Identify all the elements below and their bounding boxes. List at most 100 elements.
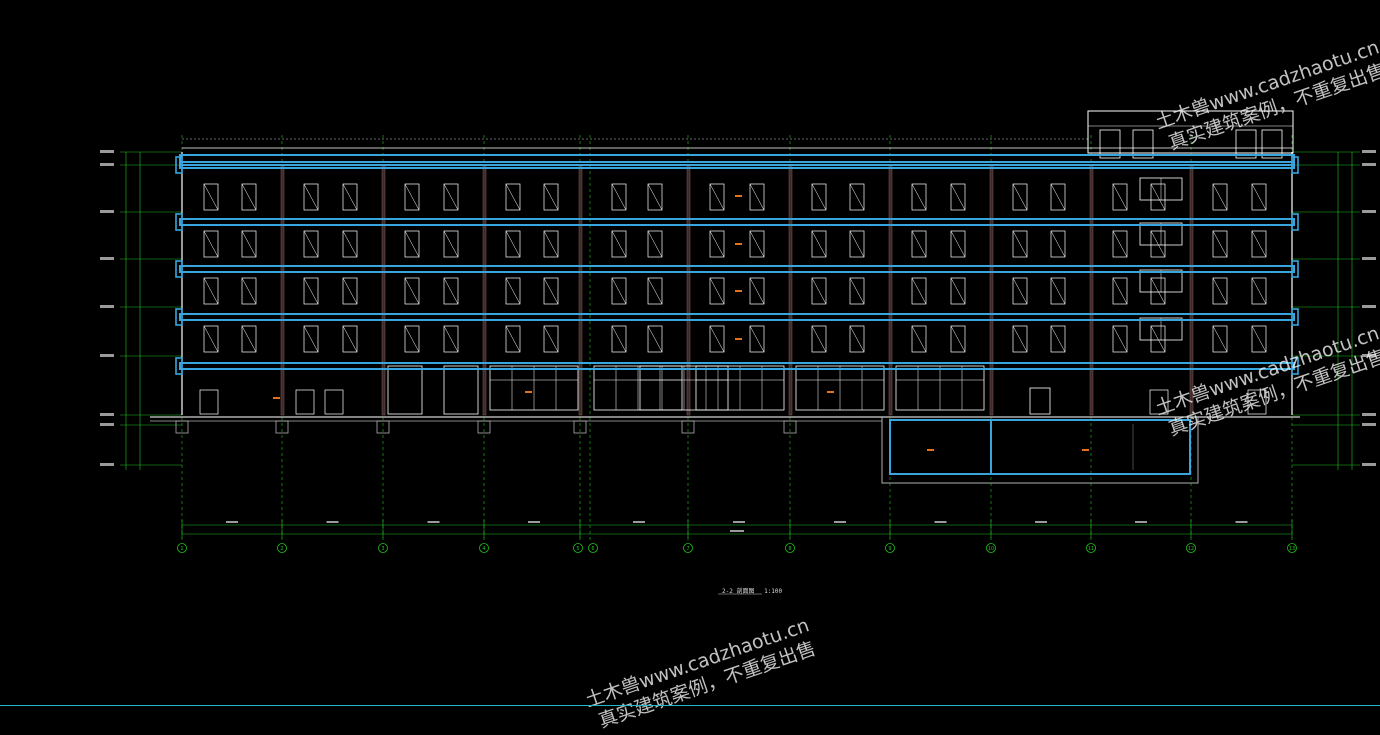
window-swing [709,183,725,211]
slab-edge-left [175,260,183,278]
door [1029,387,1051,415]
window-swing [1050,277,1066,305]
window [749,183,765,211]
axis-label: 4 [482,546,485,552]
window [1150,183,1166,211]
column [686,164,691,416]
window [1212,325,1228,353]
window-swing [342,325,358,353]
dimension-text-mark [427,521,440,523]
window [1251,325,1267,353]
slab-edge-left [175,213,183,231]
level-mark [100,150,114,153]
axis-label: 5 [576,546,579,552]
window [342,183,358,211]
dimension-text-mark [528,521,540,523]
dimension-text-mark [834,521,846,523]
window-swing [203,230,219,258]
room-label-mark [273,397,280,399]
room-label-mark [927,449,934,451]
column [578,164,583,416]
window-swing [543,325,559,353]
window [404,277,420,305]
window [749,325,765,353]
window-swing [849,325,865,353]
window [709,230,725,258]
window-swing [1150,230,1166,258]
dimension-text-mark [633,521,645,523]
axis-label: 13 [1289,546,1295,552]
window-swing [404,230,420,258]
window-swing [647,183,663,211]
axis-label: 10 [988,546,994,552]
window-swing [749,277,765,305]
level-mark [1362,257,1376,260]
window [443,183,459,211]
window [543,325,559,353]
ground-window [199,389,219,415]
level-mark [1362,413,1376,416]
window-swing [647,325,663,353]
window-swing [1012,183,1028,211]
dimension-text-mark [326,521,339,523]
column [788,164,793,416]
building-section [150,110,1300,484]
window-swing [543,183,559,211]
window-swing [749,230,765,258]
column [1089,164,1094,416]
dimension-text-mark [1035,521,1047,523]
window [404,183,420,211]
axis-label: 7 [686,546,689,552]
axis-bubble [177,543,187,553]
window [611,183,627,211]
footing [275,420,289,434]
window-swing [443,325,459,353]
window-swing [303,183,319,211]
window [611,325,627,353]
dimension-text-mark [934,521,947,523]
window [543,230,559,258]
column [280,164,285,416]
window [1112,325,1128,353]
window [303,230,319,258]
dimension-text-mark [1235,521,1248,523]
level-mark [100,257,114,260]
window [1212,277,1228,305]
window-swing [911,277,927,305]
column [888,164,893,416]
window [849,183,865,211]
window [911,325,927,353]
window [1150,230,1166,258]
window-swing [1050,183,1066,211]
window-swing [647,230,663,258]
tower-window [1132,129,1154,159]
window [443,230,459,258]
window [1212,183,1228,211]
window [404,325,420,353]
window [811,230,827,258]
window [911,277,927,305]
window-swing [1112,277,1128,305]
level-mark [1362,423,1376,426]
window-swing [709,277,725,305]
window-swing [505,183,521,211]
axis-bubble [378,543,388,553]
footing [783,420,797,434]
window [1150,277,1166,305]
window [203,183,219,211]
window [1150,325,1166,353]
window [911,183,927,211]
level-mark [1362,210,1376,213]
axis-label: 12 [1188,546,1194,552]
slab-edge-right [1291,260,1299,278]
window-swing [1212,277,1228,305]
axis-label: 2 [280,546,283,552]
axis-bubble [588,543,598,553]
room-label-mark [735,338,742,340]
window-swing [443,230,459,258]
window [303,183,319,211]
window-swing [1112,325,1128,353]
window [241,277,257,305]
window-swing [505,230,521,258]
